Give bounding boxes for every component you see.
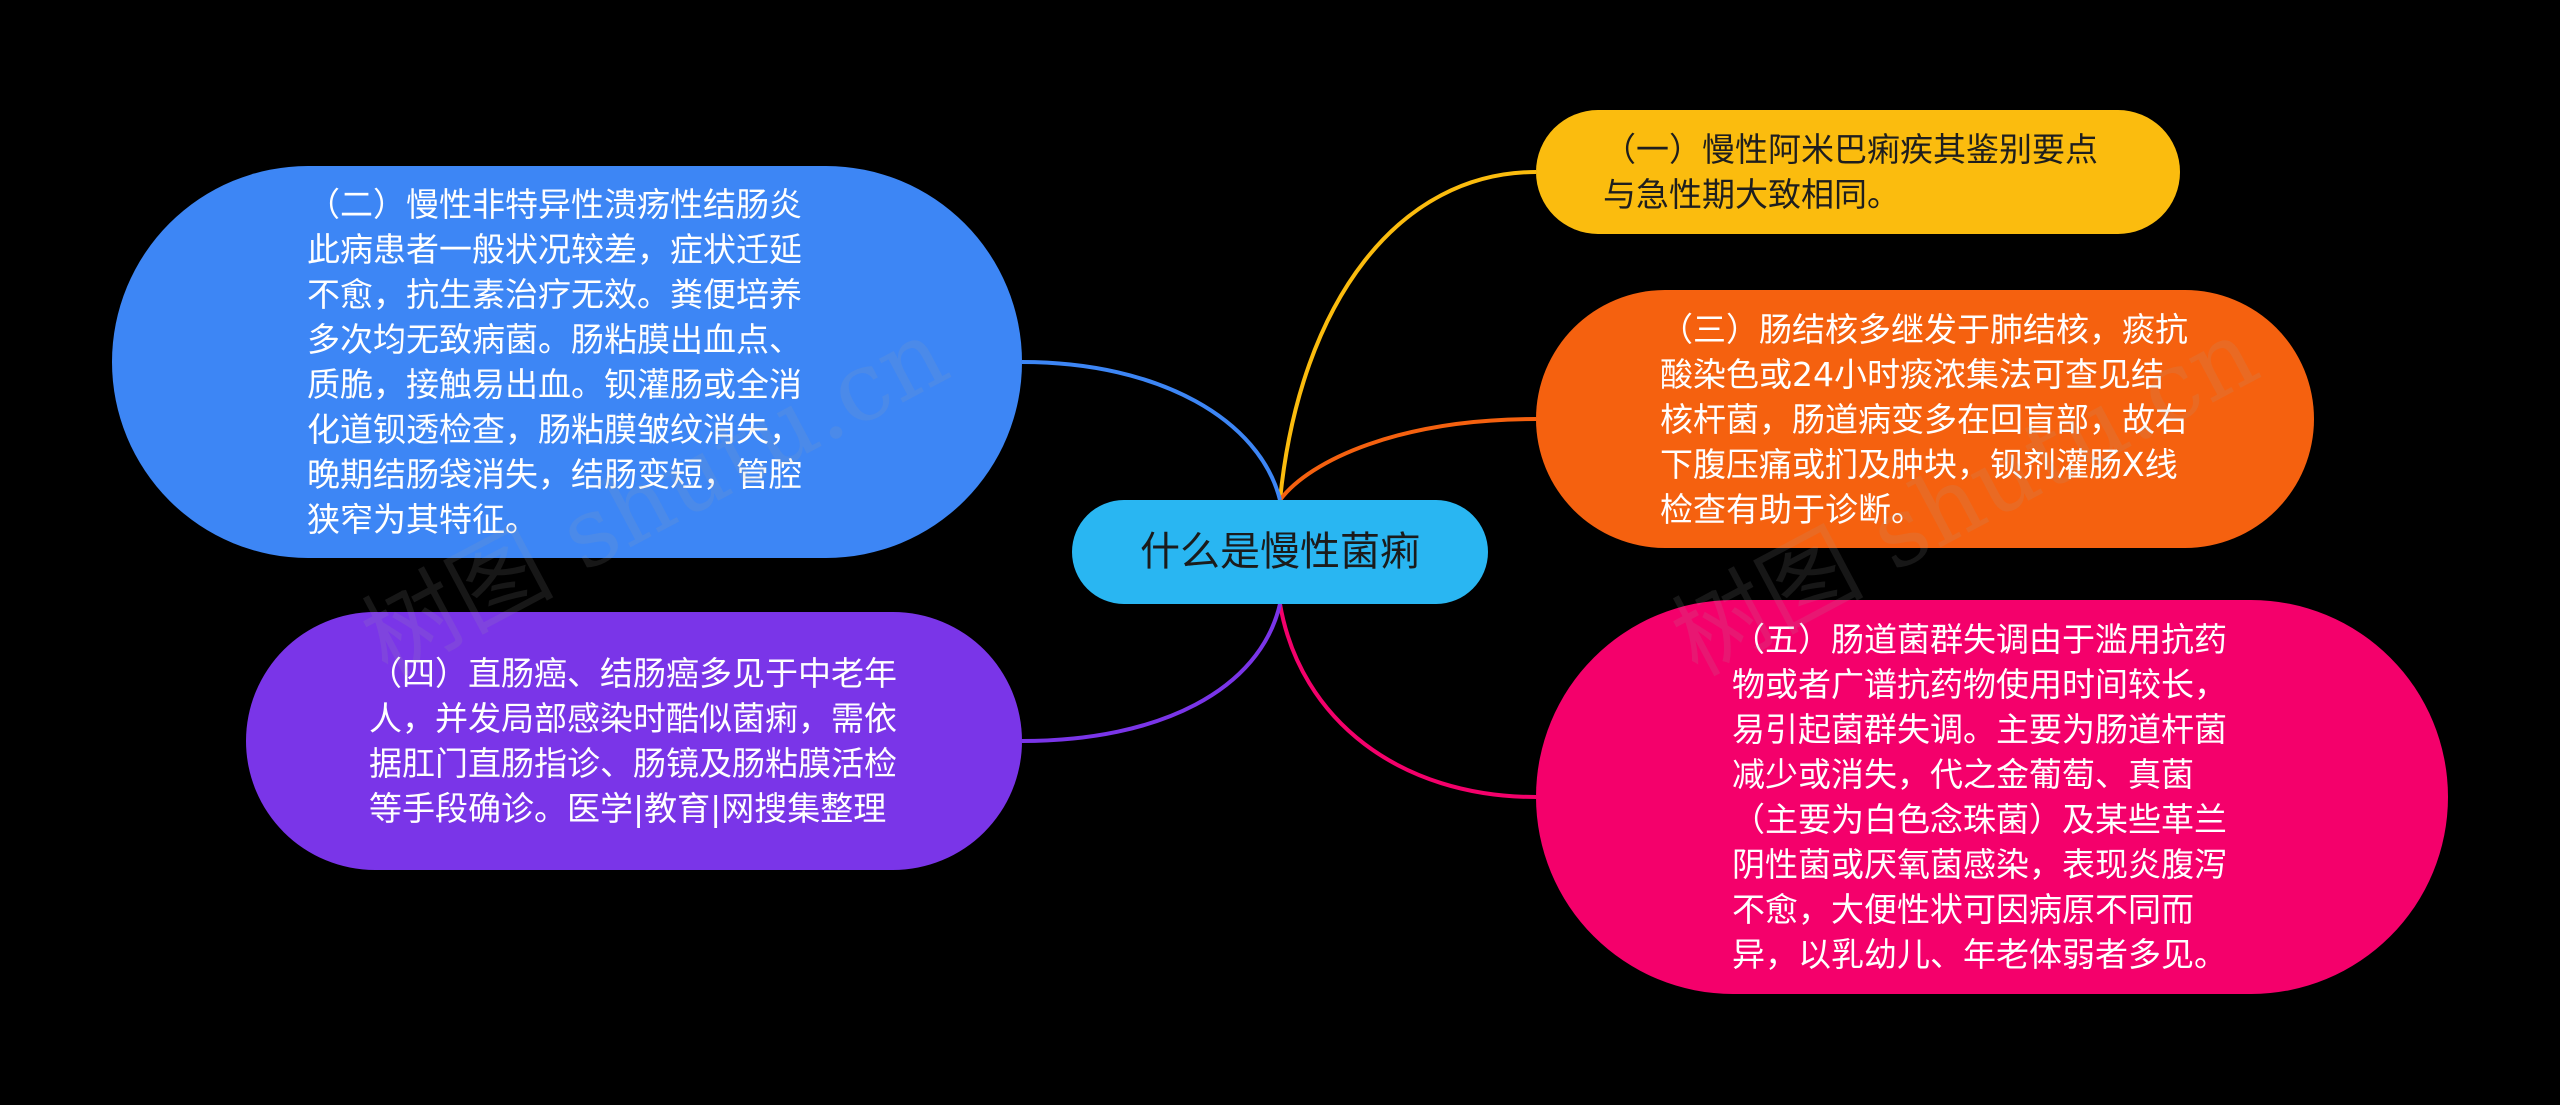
connector-n3 <box>1278 417 1537 502</box>
branch-node-4[interactable]: （四）直肠癌、结肠癌多见于中老年人，并发局部感染时酷似菌痢，需依据肛门直肠指诊、… <box>246 612 1022 870</box>
branch-node-2[interactable]: （二）慢性非特异性溃疡性结肠炎此病患者一般状况较差，症状迁延不愈，抗生素治疗无效… <box>112 166 1022 558</box>
central-topic-label: 什么是慢性菌痢 <box>1140 529 1420 575</box>
branch-1-text: （一）慢性阿米巴痢疾其鉴别要点与急性期大致相同。 <box>1603 130 2098 214</box>
branch-3-text: （三）肠结核多继发于肺结核，痰抗酸染色或24小时痰浓集法可查见结核杆菌，肠道病变… <box>1660 309 2188 529</box>
connector-n5 <box>1278 603 1537 799</box>
central-topic-node[interactable]: 什么是慢性菌痢 <box>1072 500 1488 604</box>
connector-n1 <box>1278 170 1537 501</box>
branch-2-text: （二）慢性非特异性溃疡性结肠炎此病患者一般状况较差，症状迁延不愈，抗生素治疗无效… <box>307 185 802 539</box>
branch-node-5[interactable]: （五）肠道菌群失调由于滥用抗药物或者广谱抗药物使用时间较长，易引起菌群失调。主要… <box>1536 600 2448 994</box>
branch-node-1[interactable]: （一）慢性阿米巴痢疾其鉴别要点与急性期大致相同。 <box>1536 110 2180 234</box>
branch-4-text: （四）直肠癌、结肠癌多见于中老年人，并发局部感染时酷似菌痢，需依据肛门直肠指诊、… <box>369 654 897 828</box>
connector-n4 <box>1021 603 1282 743</box>
branch-5-text: （五）肠道菌群失调由于滥用抗药物或者广谱抗药物使用时间较长，易引起菌群失调。主要… <box>1732 620 2227 974</box>
branch-node-3[interactable]: （三）肠结核多继发于肺结核，痰抗酸染色或24小时痰浓集法可查见结核杆菌，肠道病变… <box>1536 290 2314 548</box>
connector-n2 <box>1021 360 1282 501</box>
